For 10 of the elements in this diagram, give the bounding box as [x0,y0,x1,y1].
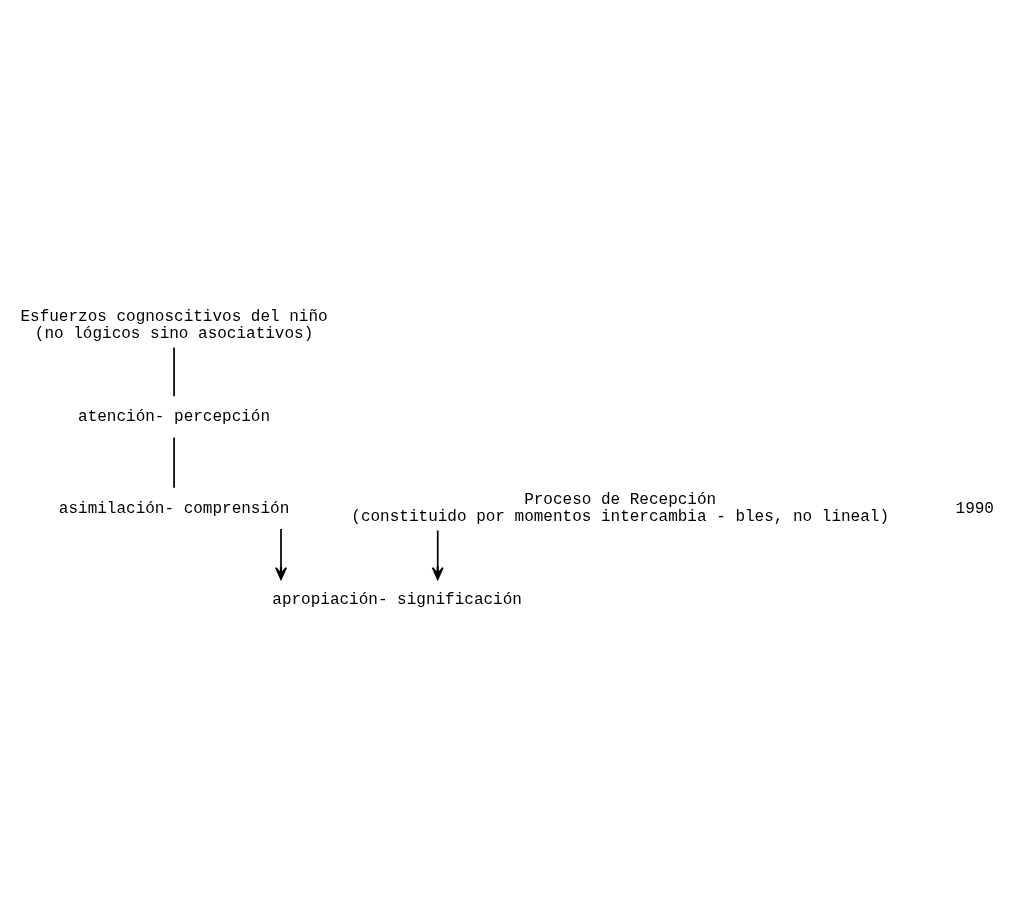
label: 1990 [955,499,994,518]
connector [173,436,175,488]
node-text: asimilación- comprensión [58,499,290,518]
node-text: Proceso de Recepción (constituido por momentos intercambia - bles, no lineal) [351,490,890,526]
node-text: atención- percepción [78,407,271,426]
arrow [275,527,288,580]
connector [173,346,175,397]
node-text: apropiación- significación [272,590,522,609]
arrow [431,529,444,580]
node-text: Esfuerzos cognoscitivos del niño (no lógicos sino asociativos) [20,307,328,343]
